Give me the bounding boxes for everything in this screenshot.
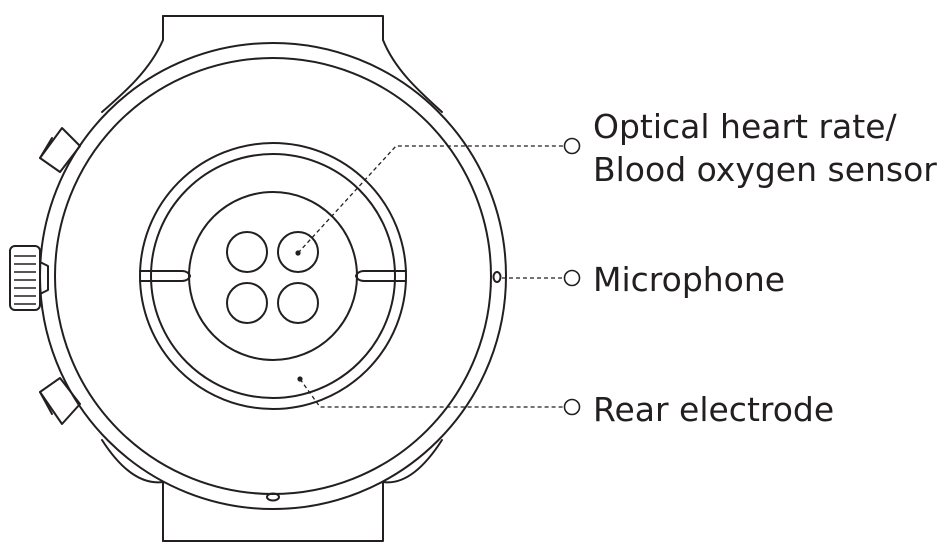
optical-lens-bottom-right <box>277 282 319 324</box>
optical-lens-top-right <box>277 231 319 273</box>
microphone-label: Microphone <box>593 260 785 299</box>
lower-side-button <box>39 377 81 425</box>
sensor-module-outer-ring <box>139 142 407 410</box>
sensor-window <box>188 191 358 361</box>
microphone-hole <box>492 271 502 283</box>
optical-sensor-callout-line <box>295 137 581 256</box>
watch-case-outer <box>39 42 507 510</box>
optical-sensor-label-line2: Blood oxygen sensor <box>593 150 937 189</box>
optical-lens-top-left <box>226 231 268 273</box>
electrode-divider <box>139 270 407 282</box>
rear-electrode-label: Rear electrode <box>593 390 834 429</box>
upper-side-button <box>39 127 81 173</box>
watch-strap-top <box>101 15 443 113</box>
watch-strap-bottom <box>101 439 443 542</box>
sensor-module-inner-ring <box>150 153 396 399</box>
rear-electrode-callout-line <box>297 376 581 416</box>
optical-lens-bottom-left <box>226 282 268 324</box>
watch-case-inner <box>54 57 492 495</box>
optical-sensor-label-line1: Optical heart rate/ <box>593 107 898 146</box>
microphone-callout-line <box>502 269 581 287</box>
bottom-vent <box>266 492 280 502</box>
crown <box>9 245 49 311</box>
